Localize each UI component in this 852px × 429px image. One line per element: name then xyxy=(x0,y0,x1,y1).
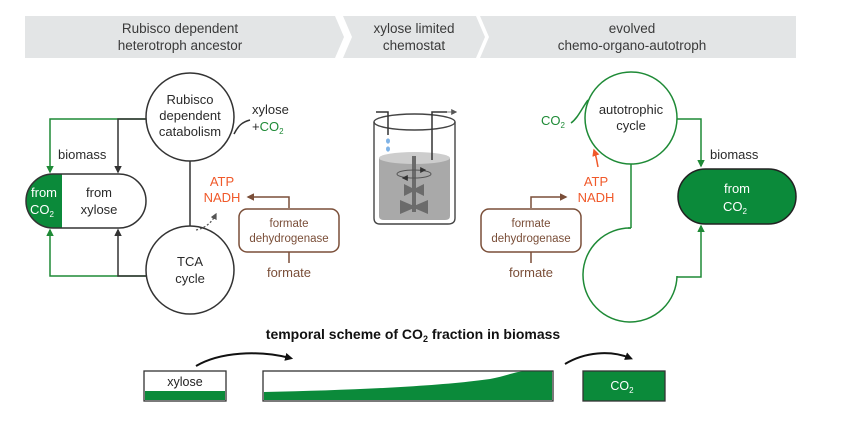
arrow-fdh-to-energy-ancestor xyxy=(246,193,290,208)
substrate-xylose: xylose xyxy=(252,102,289,117)
fdh-box-ancestor xyxy=(238,208,340,253)
biomass-label-ancestor: biomass xyxy=(58,147,107,162)
droplet xyxy=(386,146,390,152)
autotrophic-line2: cycle xyxy=(616,118,646,133)
arrow-catabolism-to-co2-biomass xyxy=(46,118,146,174)
droplet xyxy=(386,138,390,144)
rubisco-catabolism-node xyxy=(145,72,235,162)
impeller xyxy=(400,200,428,214)
fdh-box-evolved xyxy=(480,208,582,253)
biomass-from-co2-line2: CO2 xyxy=(30,202,55,219)
stage-title-chemostat-line2: chemostat xyxy=(383,38,446,53)
ancestor-panel: Rubisco dependent catabolism xylose +CO2… xyxy=(25,72,340,315)
biomass-from-xylose-line1: from xyxy=(86,185,112,200)
biomass-from-co2-line1: from xyxy=(31,185,57,200)
fdh-evolved-line2: dehydrogenase xyxy=(491,233,570,245)
stage-banner-evolved xyxy=(480,16,796,58)
arrow-tca-to-co2-biomass xyxy=(46,228,146,277)
energy-atp-ancestor: ATP xyxy=(210,174,234,189)
co2-input-label: CO2 xyxy=(541,113,566,130)
arrow-fdh-to-energy-evolved xyxy=(530,193,568,208)
biomass-pill-ancestor xyxy=(25,173,147,229)
stage-title-ancestor-line1: Rubisco dependent xyxy=(122,21,239,36)
transition-arrow-1 xyxy=(195,352,294,367)
biomass-pill-evolved xyxy=(677,168,797,225)
biomass-evolved-line2: CO2 xyxy=(723,199,748,216)
arrow-catabolism-to-xylose-biomass xyxy=(114,118,146,174)
co2-input-curve xyxy=(570,99,589,124)
substrate-input-curve xyxy=(233,119,251,135)
biomass-label-evolved: biomass xyxy=(710,147,759,162)
rubisco-catabolism-line1: Rubisco xyxy=(167,92,214,107)
biomass-from-xylose-line2: xylose xyxy=(81,202,118,217)
evolved-panel: autotrophic cycle CO2 ATP NADH formate d… xyxy=(480,71,797,323)
temporal-start-co2-fill xyxy=(145,391,225,400)
temporal-middle-co2-fill xyxy=(264,371,552,400)
rubisco-catabolism-line2: dependent xyxy=(159,108,221,123)
temporal-end-box xyxy=(582,370,666,402)
arrow-autotrophic-to-biomass xyxy=(677,118,705,168)
temporal-title: temporal scheme of CO2 fraction in bioma… xyxy=(266,326,561,344)
chemostat-inlet xyxy=(376,111,389,135)
tca-cycle-line2: cycle xyxy=(175,271,205,286)
stage-title-evolved-line2: chemo-organo-autotroph xyxy=(558,38,707,53)
substrate-co2: +CO2 xyxy=(252,119,284,136)
arrow-tca-to-energy xyxy=(195,212,217,231)
formate-ancestor: formate xyxy=(267,265,311,280)
energy-nadh-ancestor: NADH xyxy=(204,190,241,205)
arrow-energy-to-autotrophic xyxy=(592,148,600,168)
temporal-start-label: xylose xyxy=(167,375,202,389)
transition-arrow-2 xyxy=(564,352,633,365)
formate-evolved: formate xyxy=(509,265,553,280)
tca-cycle-line1: TCA xyxy=(177,254,203,269)
energy-nadh-evolved: NADH xyxy=(578,190,615,205)
stage-banner-ancestor xyxy=(25,16,344,58)
temporal-scheme: temporal scheme of CO2 fraction in bioma… xyxy=(143,326,666,402)
chemostat-outlet xyxy=(431,111,447,160)
stirrer-shaft xyxy=(412,156,416,212)
stage-title-evolved-line1: evolved xyxy=(609,21,656,36)
fdh-ancestor-line2: dehydrogenase xyxy=(249,233,328,245)
tca-cycle-node xyxy=(145,225,235,315)
stage-title-ancestor-line2: heterotroph ancestor xyxy=(118,38,243,53)
chemostat-icon xyxy=(373,109,458,225)
stage-banner: Rubisco dependent heterotroph ancestor x… xyxy=(25,16,796,58)
lower-cycle-lobe xyxy=(582,227,678,323)
arrow-lower-to-biomass xyxy=(677,224,705,278)
fdh-ancestor-line1: formate xyxy=(270,218,309,230)
temporal-end-label: CO2 xyxy=(610,379,634,395)
stage-title-chemostat-line1: xylose limited xyxy=(373,21,454,36)
biomass-co2-fraction xyxy=(26,174,62,228)
fdh-evolved-line1: formate xyxy=(512,218,551,230)
rubisco-catabolism-line3: catabolism xyxy=(159,124,221,139)
autotrophic-line1: autotrophic xyxy=(599,102,664,117)
impeller xyxy=(404,184,424,196)
arrow-tca-to-xylose-biomass xyxy=(114,228,146,277)
biomass-evolved-line1: from xyxy=(724,181,750,196)
energy-atp-evolved: ATP xyxy=(584,174,608,189)
stage-banner-chemostat xyxy=(343,16,485,58)
